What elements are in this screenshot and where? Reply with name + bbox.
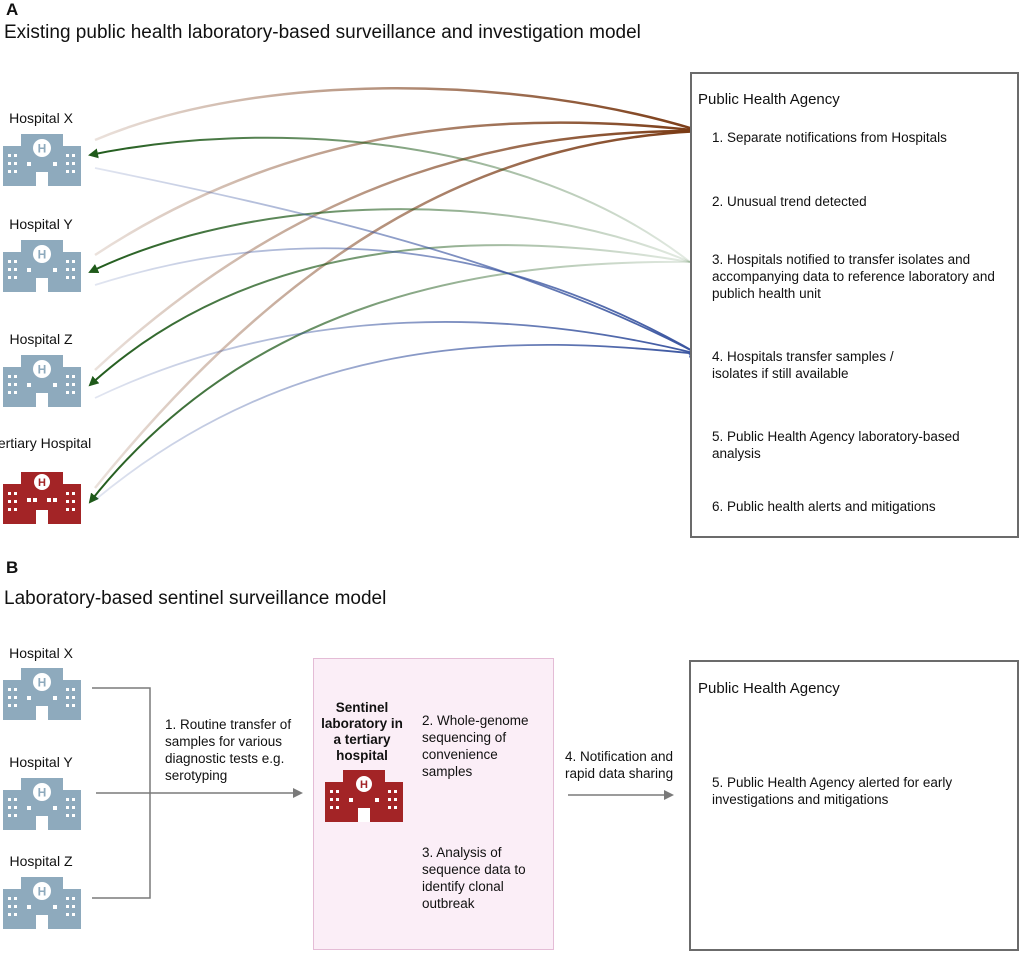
hospital-y-label: Hospital Y (9, 216, 73, 232)
svg-text:H: H (38, 786, 47, 800)
step-3: 3. Hospitals notified to transfer isolat… (712, 252, 995, 301)
sentinel-lab-label: Sentinel laboratory in a tertiary hospit… (321, 700, 403, 763)
panel-b-title: Laboratory-based sentinel surveillance m… (4, 588, 387, 609)
svg-text:H: H (38, 142, 47, 156)
svg-text:H: H (38, 885, 47, 899)
svg-text:H: H (38, 248, 47, 262)
notify-hospital-arrow (88, 260, 691, 504)
agency-title-b: Public Health Agency (698, 680, 840, 697)
hospital-icon: H (3, 355, 81, 412)
step-1: 1. Separate notifications from Hospitals (712, 130, 947, 145)
tertiary-hospital-icon: H (3, 472, 81, 529)
transfer-arrow (94, 247, 700, 355)
notification-arrow (94, 125, 702, 371)
hospital-z-label: Hospital Z (9, 331, 73, 347)
svg-text:H: H (38, 477, 46, 489)
hospital-y-label-b: Hospital Y (9, 754, 73, 770)
svg-text:H: H (38, 676, 47, 690)
hospital-z-label-b: Hospital Z (9, 853, 73, 869)
hospital-icon: H (3, 778, 81, 835)
step-2-wgs: 2. Whole-genome sequencing of convenienc… (422, 713, 529, 779)
step-5: 5. Public Health Agency laboratory-based… (712, 429, 960, 461)
step-4: 4. Hospitals transfer samples / isolates… (712, 349, 894, 381)
notify-hospital-arrow (88, 208, 691, 274)
hospital-icon: H (3, 877, 81, 934)
transfer-arrow (94, 343, 700, 501)
hospital-icon: H (3, 134, 81, 191)
agency-title-a: Public Health Agency (698, 91, 840, 108)
notify-hospital-arrow (88, 244, 691, 387)
notification-arrow (94, 121, 702, 257)
panel-b-letter: B (6, 558, 19, 577)
hospital-x-label: Hospital X (9, 110, 73, 126)
transfer-arrow (94, 321, 700, 399)
hospital-icon: H (3, 240, 81, 297)
hospital-icon: H (3, 668, 81, 725)
step-4-notification: 4. Notification and rapid data sharing (565, 749, 674, 781)
step-3-analysis: 3. Analysis of sequence data to identify… (422, 845, 526, 911)
panel-a-letter: A (6, 0, 19, 19)
svg-text:H: H (360, 779, 368, 791)
panel-a-title: Existing public health laboratory-based … (4, 22, 641, 43)
tertiary-hospital-label: Tertiary Hospital (0, 435, 92, 451)
notify-hospital-arrow (88, 136, 691, 263)
notification-arrow (94, 87, 702, 142)
step-2: 2. Unusual trend detected (712, 194, 867, 209)
step-6: 6. Public health alerts and mitigations (712, 499, 936, 514)
hospital-x-label-b: Hospital X (9, 645, 73, 661)
agency-box-a (690, 72, 1019, 538)
step-5-alerted: 5. Public Health Agency alerted for earl… (712, 775, 953, 807)
transfer-arrow (94, 167, 700, 355)
tertiary-hospital-icon: H (325, 770, 403, 827)
svg-text:H: H (38, 363, 47, 377)
agency-box-b (689, 660, 1019, 951)
step-1-routine-transfer: 1. Routine transfer of samples for vario… (165, 717, 292, 783)
